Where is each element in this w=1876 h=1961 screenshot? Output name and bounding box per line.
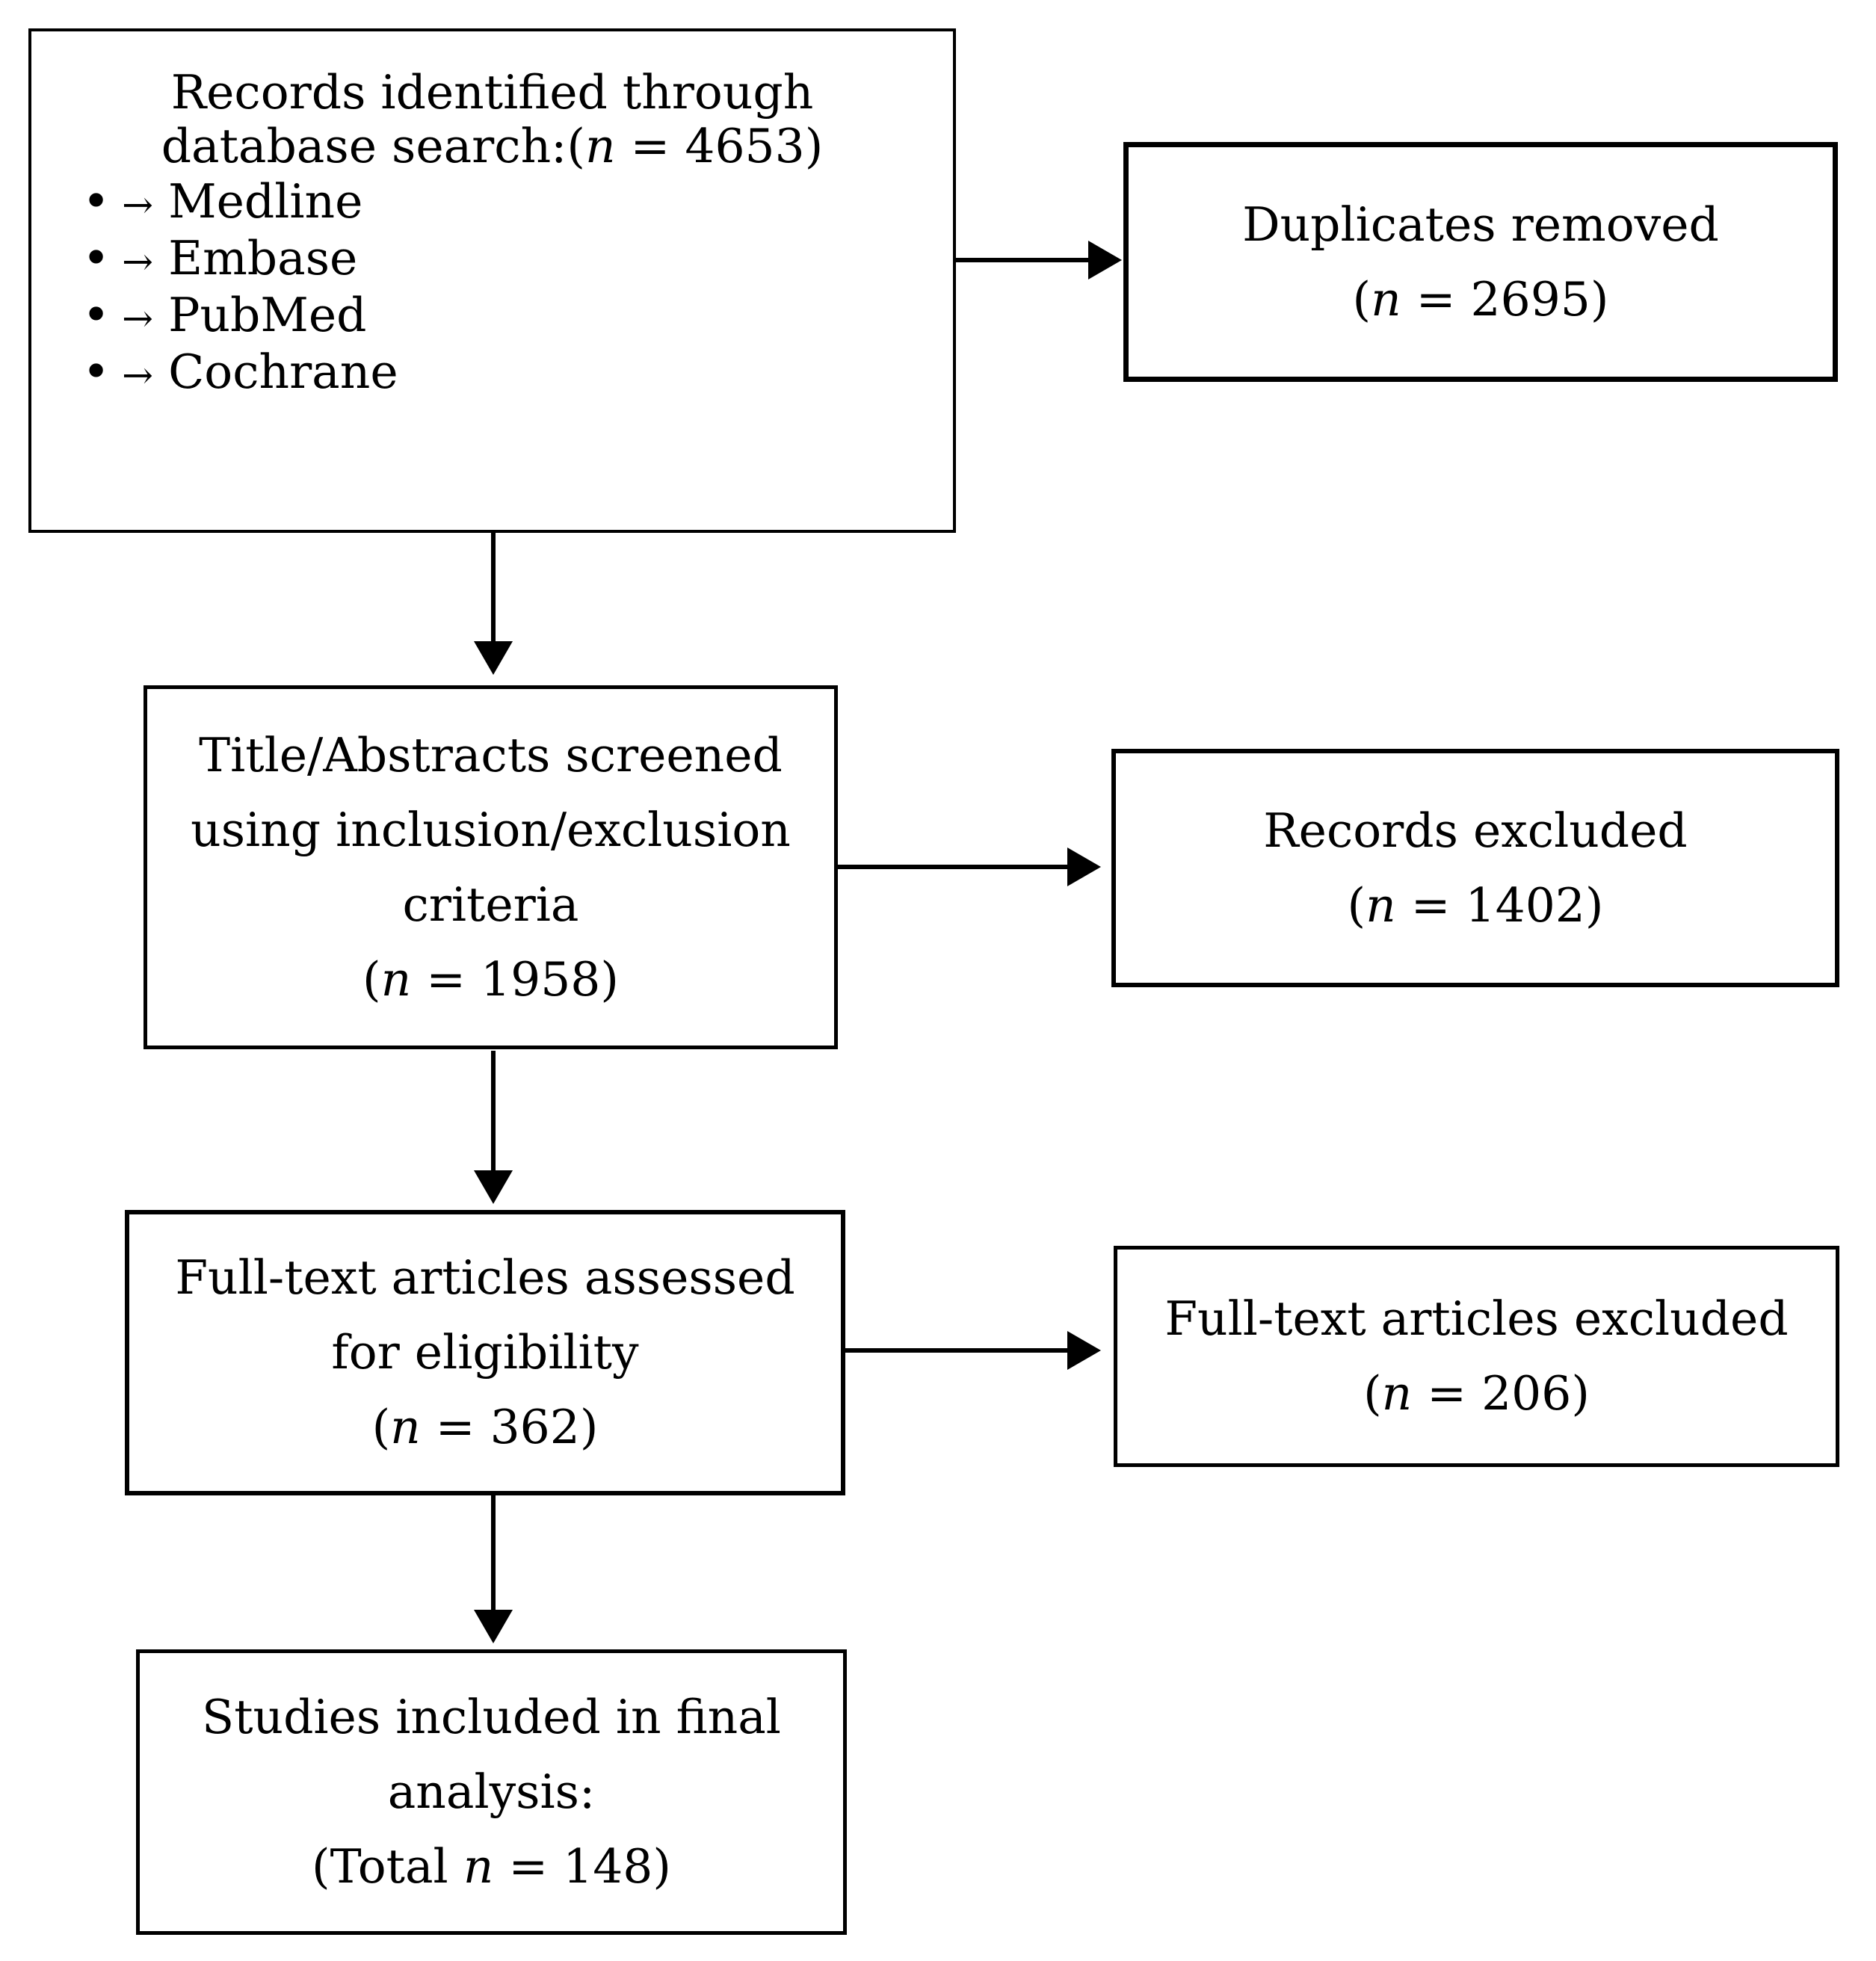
included-line1: Studies included in final	[202, 1690, 781, 1744]
list-item-embase: • → Embase	[82, 232, 953, 288]
arrow-right-icon: →	[122, 240, 154, 283]
database-label: Medline	[168, 174, 363, 229]
arrow-screening-to-records-excluded	[838, 865, 1067, 869]
arrow-identification-to-duplicates	[955, 258, 1088, 262]
database-label: PubMed	[168, 288, 367, 342]
list-item-pubmed: • → PubMed	[82, 288, 953, 345]
fulltext-line1: Full-text articles assessed	[175, 1250, 795, 1305]
count-n: n	[1366, 877, 1396, 933]
arrow-right-icon: →	[122, 183, 154, 226]
duplicates-removed-count: (n = 2695)	[1353, 262, 1609, 337]
count-rest: = 206)	[1412, 1366, 1590, 1421]
count-n: n	[1381, 1366, 1413, 1421]
bullet-icon: •	[82, 288, 111, 342]
count-rest: = 2695)	[1401, 271, 1609, 327]
bullet-icon: •	[82, 231, 111, 285]
box-fulltext-excluded: Full-text articles excluded (n = 206)	[1114, 1246, 1839, 1467]
count-prefix: (	[362, 951, 381, 1007]
count-prefix: (	[1352, 271, 1371, 327]
arrow-right-icon: →	[122, 353, 154, 397]
count-prefix: (	[1347, 877, 1366, 933]
included-count: (Total n = 148)	[312, 1829, 671, 1904]
count-prefix: (	[371, 1400, 391, 1454]
database-label: Cochrane	[168, 345, 398, 399]
records-identified-line1: Records identified through	[170, 65, 814, 120]
box-records-identified: Records identified through database sear…	[28, 28, 956, 533]
count-rest: = 362)	[420, 1400, 599, 1454]
count-rest: = 148)	[493, 1839, 671, 1894]
fulltext-excluded-line1: Full-text articles excluded	[1164, 1291, 1789, 1346]
records-excluded-count: (n = 1402)	[1348, 868, 1604, 943]
count-n: n	[463, 1839, 494, 1894]
screening-line3: criteria	[402, 877, 579, 932]
count-prefix: (	[1363, 1366, 1382, 1421]
count-n: n	[1371, 271, 1401, 327]
screening-line1: Title/Abstracts screened	[199, 727, 783, 782]
count-rest: = 1402)	[1395, 877, 1604, 933]
fulltext-line2: for eligibility	[331, 1325, 639, 1380]
database-list: •→Medline •→Embase •→PubMed •→Cochrane	[31, 175, 953, 402]
arrow-identification-to-screening	[491, 532, 496, 642]
records-excluded-line1: Records excluded	[1263, 803, 1688, 858]
box-title-abstracts-screened: Title/Abstracts screened using inclusion…	[144, 685, 838, 1049]
screening-count: (n = 1958)	[362, 942, 619, 1017]
box-fulltext-assessed: Full-text articles assessed for eligibil…	[125, 1210, 845, 1495]
included-line2: analysis:	[387, 1764, 596, 1819]
duplicates-removed-line1: Duplicates removed	[1242, 197, 1719, 252]
screening-line2: using inclusion/exclusion	[191, 802, 791, 857]
bullet-icon: •	[82, 174, 111, 229]
count-prefix: database search:(	[161, 119, 585, 173]
count-prefix: (Total	[312, 1839, 463, 1894]
count-rest: = 1958)	[411, 951, 619, 1007]
bullet-icon: •	[82, 345, 111, 399]
box-records-excluded: Records excluded (n = 1402)	[1111, 749, 1839, 987]
arrow-right-icon: →	[122, 297, 154, 340]
database-label: Embase	[168, 231, 358, 285]
count-n: n	[584, 119, 616, 173]
count-n: n	[390, 1400, 421, 1454]
box-studies-included: Studies included in final analysis: (Tot…	[136, 1649, 847, 1935]
count-n: n	[380, 951, 412, 1007]
arrow-screening-to-fulltext	[491, 1051, 496, 1171]
arrow-fulltext-to-fulltext-excluded	[845, 1348, 1067, 1353]
fulltext-count: (n = 362)	[372, 1390, 599, 1465]
list-item-medline: • → Medline	[82, 175, 953, 232]
count-rest: = 4653)	[615, 119, 824, 173]
arrow-fulltext-to-included	[491, 1495, 496, 1611]
list-item-cochrane: •→ Cochrane	[82, 345, 953, 402]
records-identified-line2: database search:(n = 4653)	[31, 120, 953, 173]
fulltext-excluded-count: (n = 206)	[1363, 1356, 1590, 1431]
box-duplicates-removed: Duplicates removed (n = 2695)	[1123, 142, 1838, 382]
